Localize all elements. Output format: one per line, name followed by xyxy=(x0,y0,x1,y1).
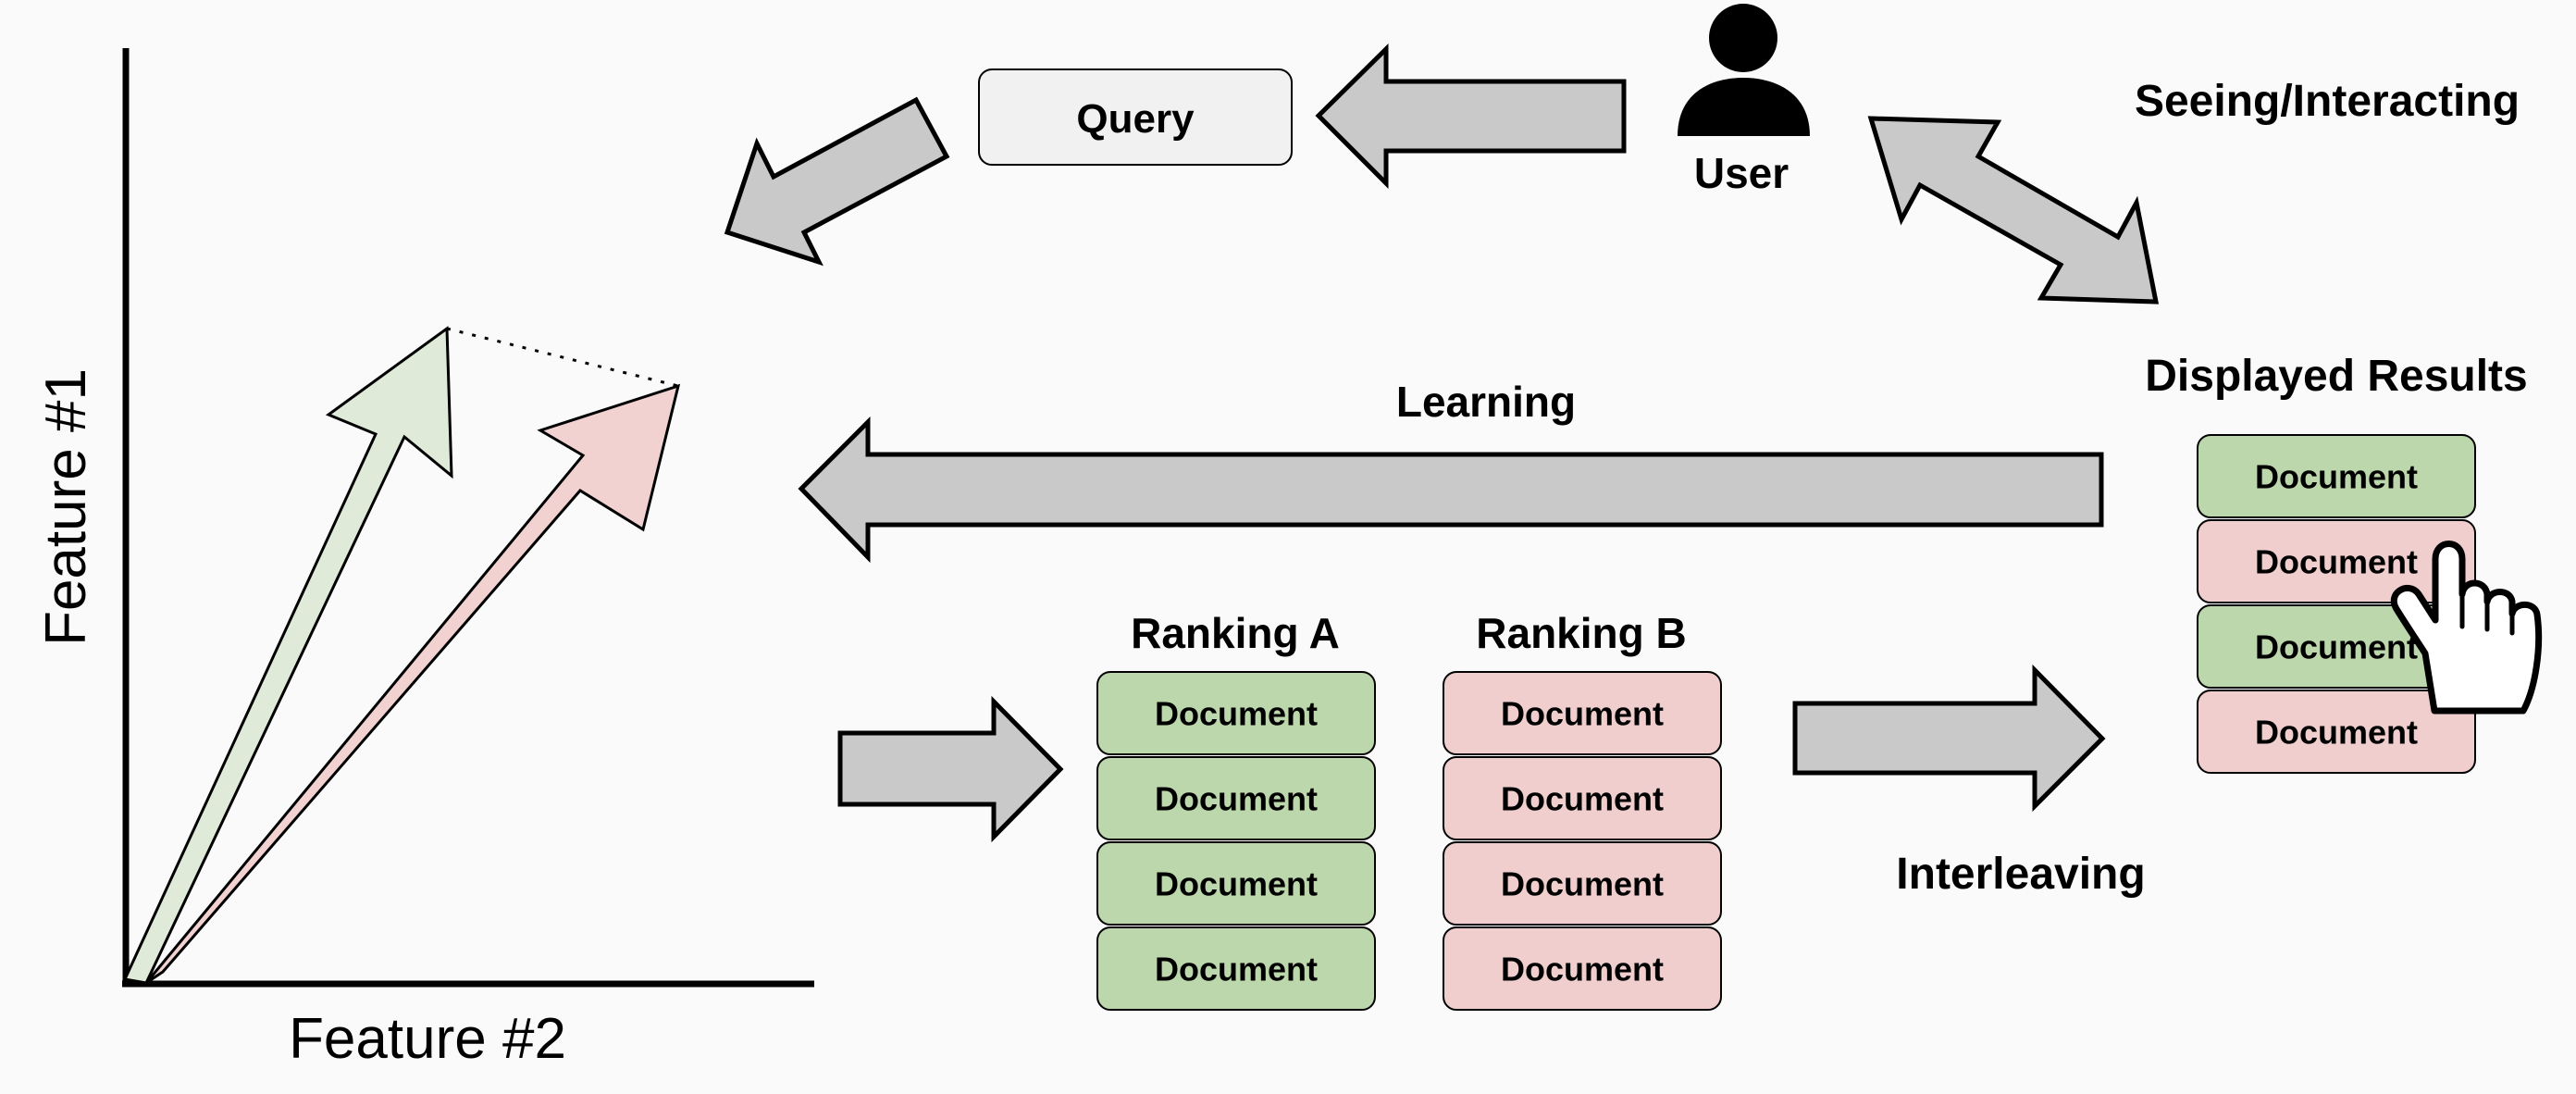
ranking-a-document-label: Document xyxy=(1155,695,1318,733)
plot-to-rankings-arrow xyxy=(837,695,1064,843)
ranking-a-document-label: Document xyxy=(1155,951,1318,988)
displayed-results-document-label: Document xyxy=(2255,628,2418,666)
user-label: User xyxy=(1694,149,1789,197)
hand-pointer-icon xyxy=(2390,541,2543,715)
ranking-b-document-3 xyxy=(1443,841,1722,926)
ranking-a-label: Ranking A xyxy=(1131,609,1340,657)
vector-tip-connector xyxy=(446,327,679,388)
displayed-results-document-1 xyxy=(2197,434,2476,518)
user-icon-head xyxy=(1709,4,1777,72)
displayed-results-document-2 xyxy=(2197,519,2476,603)
query-box-shape xyxy=(978,68,1293,166)
ranking-b-document-label: Document xyxy=(1501,695,1664,733)
seeing-interacting-arrow xyxy=(1867,116,2160,305)
learning-arrow xyxy=(798,416,2104,564)
ranking-b-document-1 xyxy=(1443,671,1722,755)
query-label: Query xyxy=(1076,96,1195,142)
interleaving-arrow xyxy=(1792,664,2106,813)
displayed-results-document-4 xyxy=(2197,690,2476,774)
feature-1-label: Feature #1 xyxy=(34,368,98,646)
ranking-a-document-label: Document xyxy=(1155,780,1318,818)
feature-plot: Feature #1 Feature #2 xyxy=(34,48,814,1071)
ranking-a-document-2 xyxy=(1096,756,1376,840)
ranking-a-document-label: Document xyxy=(1155,865,1318,903)
ranker-a-vector-arrow xyxy=(122,326,453,985)
ranking-b-document-label: Document xyxy=(1501,951,1664,988)
displayed-results-document-label: Document xyxy=(2255,714,2418,752)
interleaving-label: Interleaving xyxy=(1896,850,2145,899)
ranking-a-document-3 xyxy=(1096,841,1376,926)
learning-label: Learning xyxy=(1396,378,1576,426)
ranking-b-document-4 xyxy=(1443,926,1722,1011)
ranking-b-document-2 xyxy=(1443,756,1722,840)
ranking-b-document-label: Document xyxy=(1501,780,1664,818)
ranking-b-document-label: Document xyxy=(1501,865,1664,903)
ranking-a-document-1 xyxy=(1096,671,1376,755)
feature-2-label: Feature #2 xyxy=(289,1007,566,1071)
flow-arrows xyxy=(724,44,2160,843)
displayed-results-document-label: Document xyxy=(2255,458,2418,496)
hand-pointer-icon-shape xyxy=(2390,541,2543,715)
displayed-results-label: Displayed Results xyxy=(2145,352,2527,401)
displayed-results-document-label: Document xyxy=(2255,543,2418,581)
user-icon-body xyxy=(1678,78,1810,136)
ranking-b-label: Ranking B xyxy=(1476,609,1686,657)
user-to-query-arrow xyxy=(1315,44,1627,190)
ranking-a-document-4 xyxy=(1096,926,1376,1011)
user-icon xyxy=(1678,4,1810,136)
seeing-interacting-label: Seeing/Interacting xyxy=(2135,77,2520,126)
ranker-b-vector-arrow xyxy=(144,383,681,985)
query-box: Query xyxy=(978,68,1293,166)
query-to-plot-arrow xyxy=(724,96,950,267)
